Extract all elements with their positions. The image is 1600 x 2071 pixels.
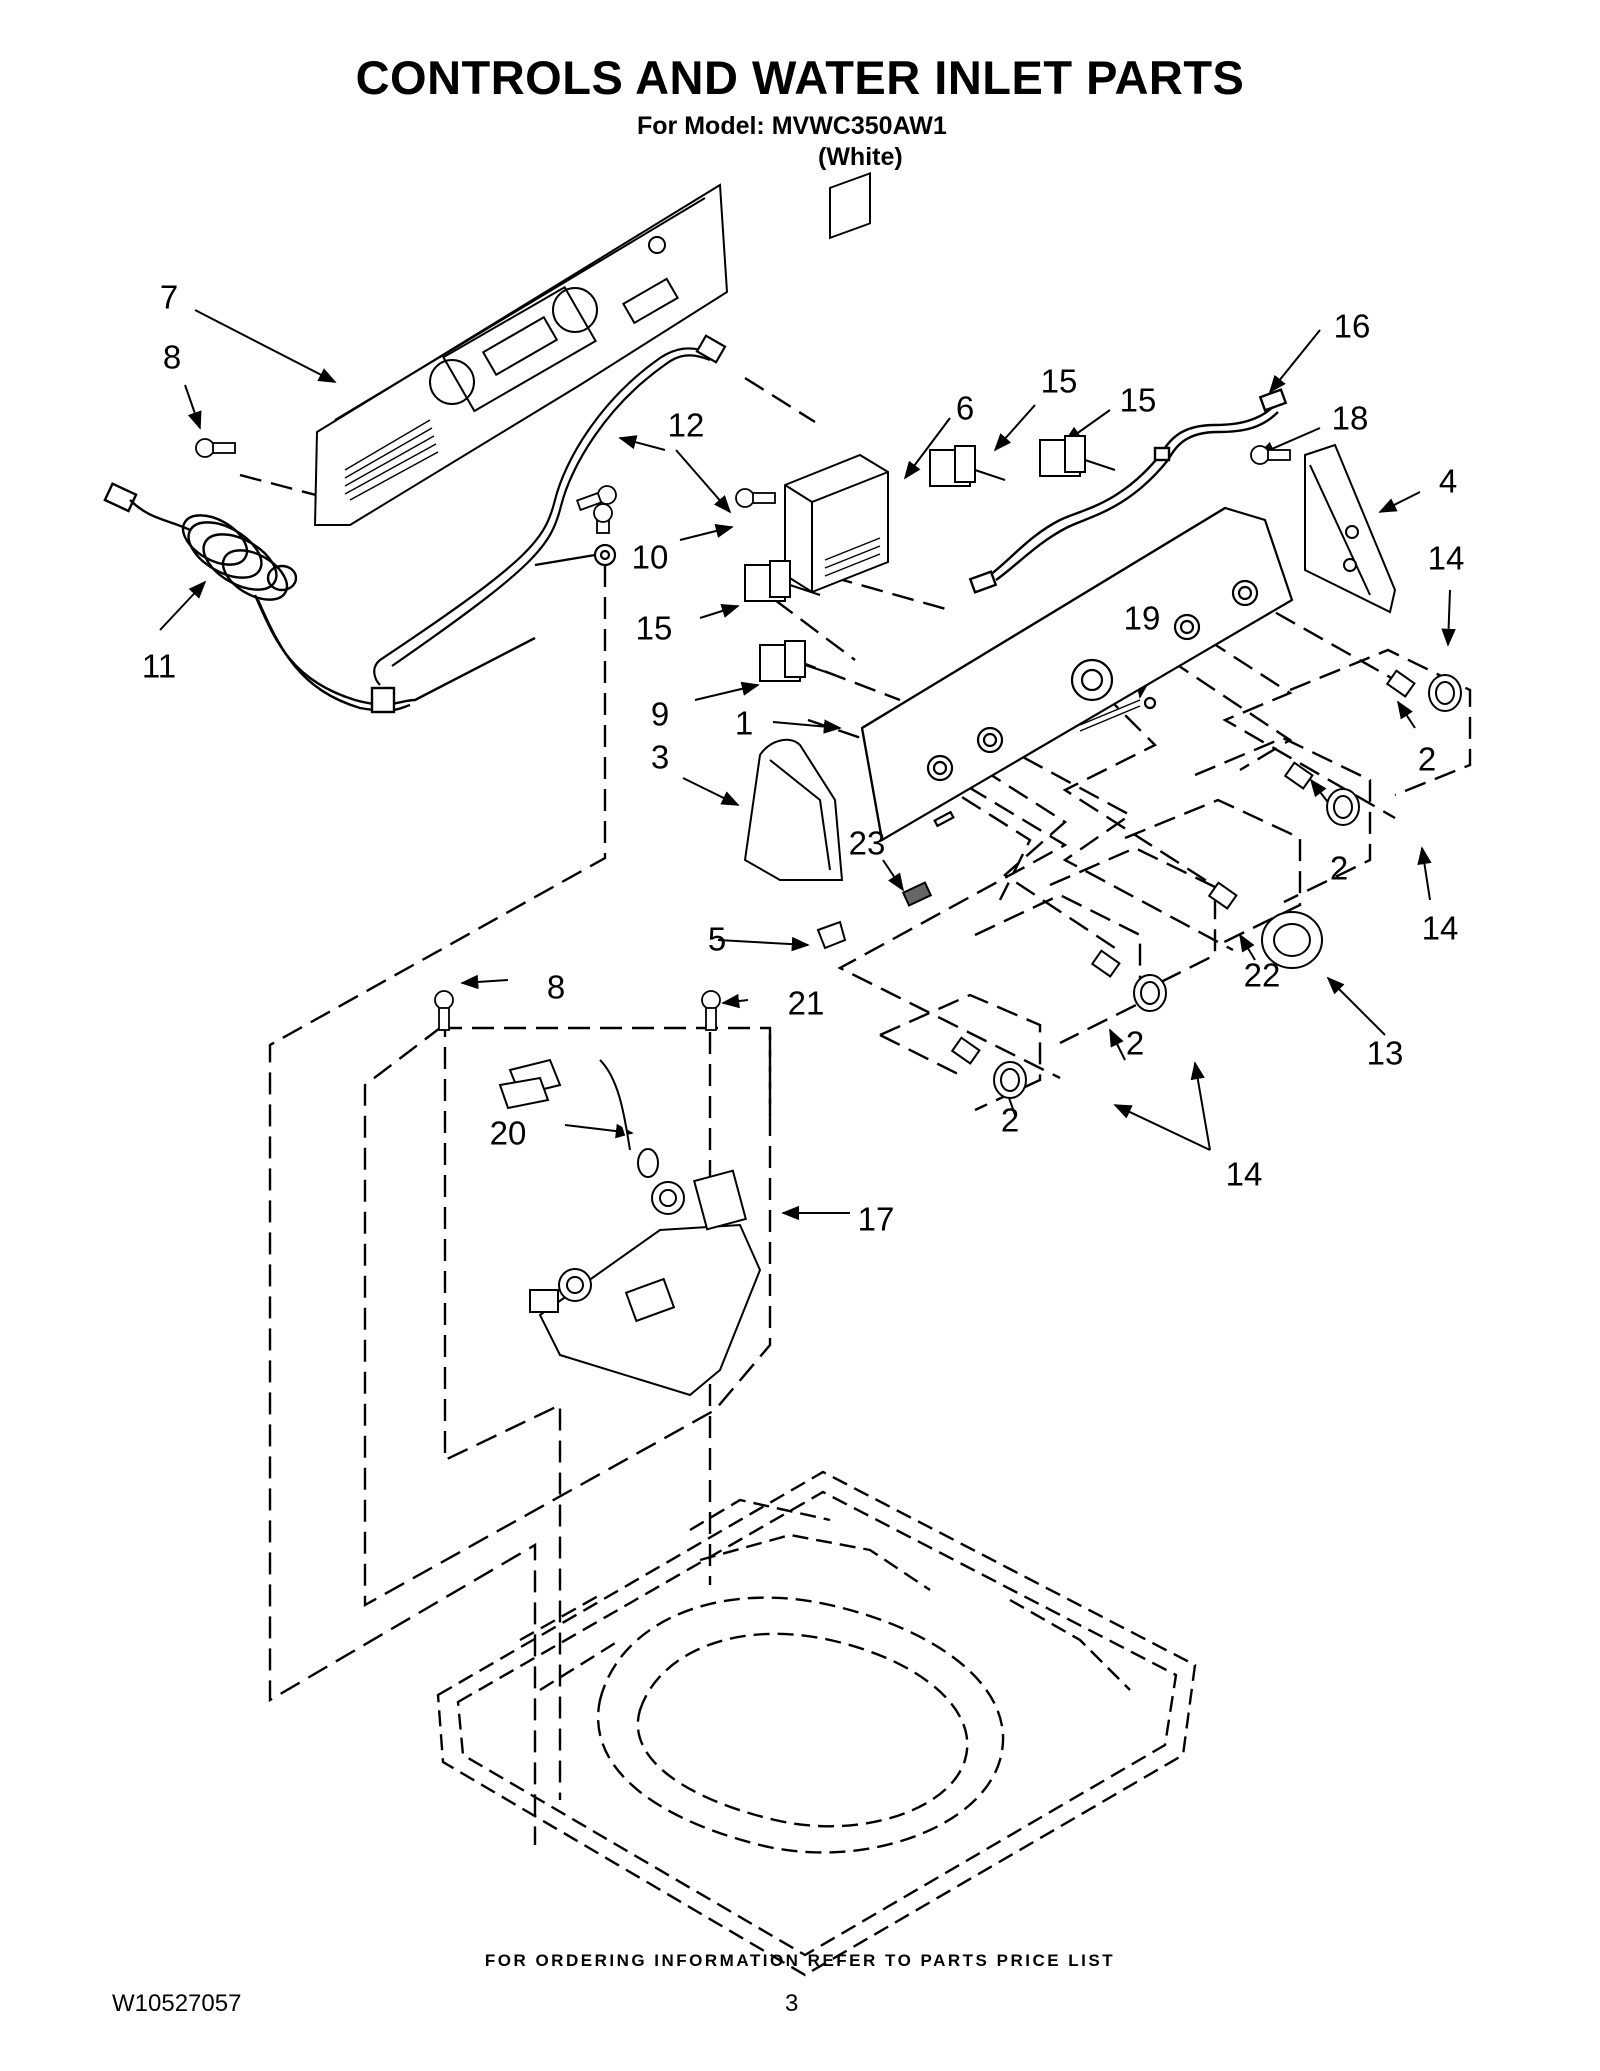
- callout-part-14-b: 14: [1421, 909, 1459, 947]
- callout-part-19: 19: [1123, 599, 1161, 637]
- cabinet-top-outline: [436, 1470, 1197, 1977]
- water-valve-assembly: [498, 1058, 762, 1397]
- switch-assemblies: [744, 435, 1116, 682]
- callout-part-10: 10: [631, 538, 669, 576]
- callout-part-2-a: 2: [1417, 740, 1437, 778]
- lens-part: [901, 881, 933, 907]
- callout-part-7: 7: [159, 278, 179, 316]
- color-line: (White): [818, 143, 903, 171]
- callout-part-21: 21: [787, 984, 825, 1022]
- callout-part-3: 3: [650, 738, 670, 776]
- callout-part-18: 18: [1331, 399, 1369, 437]
- callout-part-2-c: 2: [1125, 1024, 1145, 1062]
- callout-part-2-d: 2: [1000, 1101, 1020, 1139]
- callout-part-5: 5: [707, 920, 727, 958]
- ordering-note: FOR ORDERING INFORMATION REFER TO PARTS …: [484, 1951, 1116, 1970]
- callout-part-22: 22: [1243, 956, 1281, 994]
- callout-part-13: 13: [1366, 1034, 1404, 1072]
- power-cord: [103, 482, 536, 714]
- callout-part-9: 9: [650, 695, 670, 733]
- callout-part-11: 11: [141, 647, 177, 685]
- callout-part-17: 17: [857, 1200, 895, 1238]
- clip-part: [816, 920, 847, 950]
- callout-part-20: 20: [489, 1114, 527, 1152]
- model-line: For Model: MVWC350AW1: [637, 112, 947, 140]
- ground-wire: [373, 334, 727, 686]
- callout-part-14-a: 14: [1427, 539, 1465, 577]
- rear-control-bracket: [313, 183, 729, 526]
- callout-part-12: 12: [667, 406, 705, 444]
- callout-part-2-b: 2: [1329, 849, 1349, 887]
- callout-part-1: 1: [734, 704, 754, 742]
- callout-part-4: 4: [1438, 462, 1458, 500]
- callout-part-15-b: 15: [1119, 381, 1157, 419]
- screw-icons: [195, 438, 1291, 1031]
- console-panel: [860, 506, 1294, 842]
- page-number: 3: [785, 1990, 799, 2017]
- callout-part-16: 16: [1333, 307, 1371, 345]
- knob-parts: [950, 669, 1462, 1099]
- page-title: CONTROLS AND WATER INLET PARTS: [355, 51, 1245, 104]
- callout-part-23: 23: [848, 824, 886, 862]
- callout-part-8-top: 8: [162, 338, 182, 376]
- callout-part-8-bottom: 8: [546, 968, 566, 1006]
- callout-part-15-c: 15: [635, 609, 673, 647]
- left-end-cap: [743, 738, 844, 881]
- control-board: [784, 171, 889, 594]
- wire-harness: [968, 388, 1288, 594]
- right-end-cap: [1304, 443, 1397, 614]
- document-number: W10527057: [112, 1990, 242, 2017]
- callout-part-6: 6: [955, 389, 975, 427]
- callout-part-15-a: 15: [1040, 362, 1078, 400]
- callout-part-14-c: 14: [1225, 1155, 1263, 1193]
